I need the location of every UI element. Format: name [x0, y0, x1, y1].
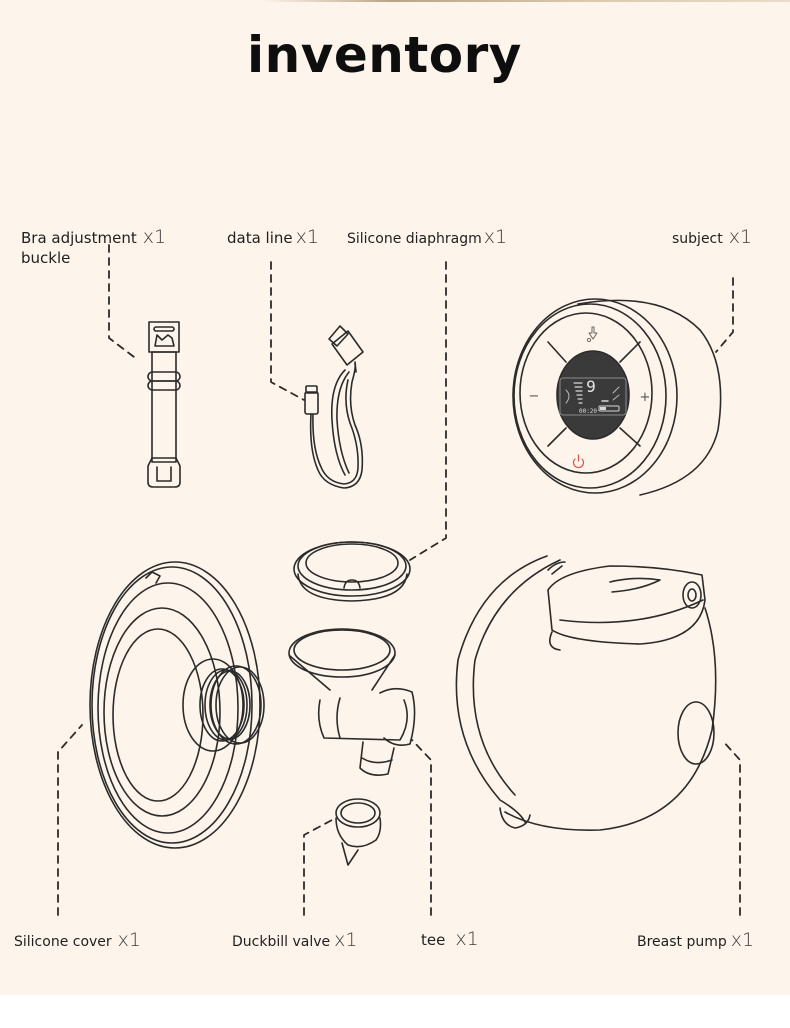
- label-bra-adjustment-buckle: Bra adjustment x1 buckle: [21, 227, 166, 268]
- label-tee: tee x1: [421, 929, 479, 950]
- leader-lines: [58, 245, 740, 915]
- silicone-cover-icon: [90, 562, 264, 848]
- item-qty: x1: [730, 929, 755, 951]
- item-qty: x1: [334, 929, 358, 951]
- item-name: Duckbill valve: [232, 934, 331, 950]
- usb-cable-icon: [305, 326, 363, 488]
- bra-buckle-icon: [148, 322, 180, 487]
- silicone-diaphragm-icon: [294, 542, 410, 601]
- minus-symbol: −: [529, 389, 540, 404]
- item-qty: x1: [117, 929, 142, 951]
- tee-connector-icon: [289, 629, 415, 775]
- label-subject: subject x1: [672, 227, 752, 249]
- breast-pump-icon: [456, 556, 715, 830]
- item-name: Silicone diaphragm: [347, 231, 482, 247]
- item-qty: x1: [295, 226, 319, 248]
- duckbill-valve-icon: [336, 799, 381, 865]
- label-silicone-cover: Silicone cover x1: [14, 930, 141, 952]
- item-name: tee: [421, 931, 446, 949]
- item-qty: x1: [728, 226, 753, 248]
- item-name: Bra adjustment: [21, 229, 137, 247]
- item-name-line2: buckle: [21, 249, 71, 267]
- plus-symbol: +: [640, 390, 651, 405]
- item-qty: x1: [483, 226, 508, 248]
- control-unit-icon: [513, 299, 721, 495]
- item-name: subject: [672, 231, 723, 247]
- item-name: Silicone cover: [14, 934, 112, 950]
- display-timer: 00:20: [579, 408, 597, 415]
- page-title: inventory: [247, 26, 522, 84]
- item-name: data line: [227, 229, 293, 247]
- display-level: 9: [586, 377, 596, 396]
- top-border-line: [260, 0, 790, 2]
- item-name: Breast pump: [637, 934, 727, 950]
- item-qty: x1: [455, 928, 479, 950]
- item-qty: x1: [142, 226, 167, 248]
- parts-illustration: 9 00:20 − +: [0, 0, 790, 995]
